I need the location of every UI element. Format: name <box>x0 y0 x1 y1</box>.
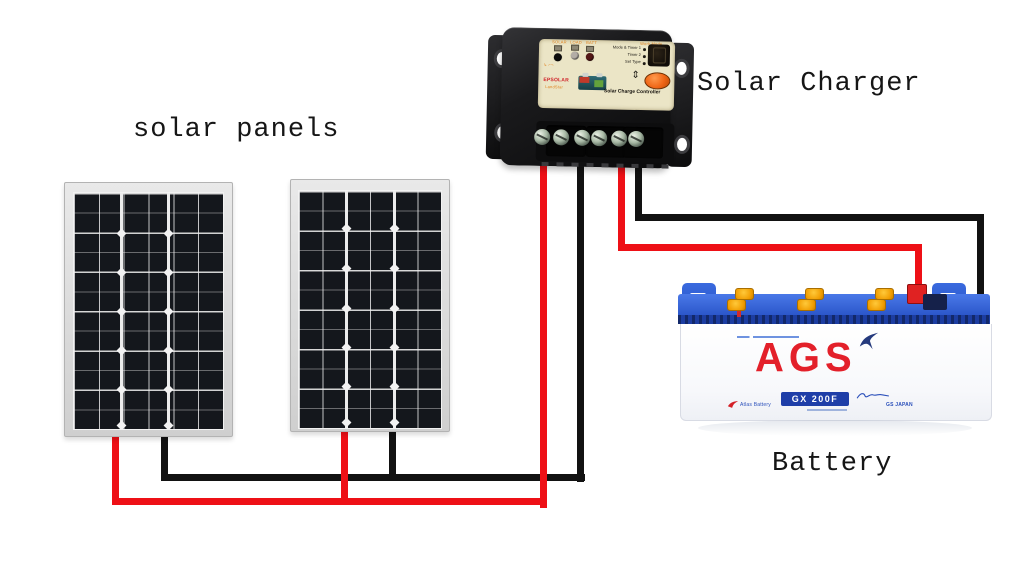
busbar-diamond-icon <box>163 267 173 278</box>
battery-model-badge: GX 200F <box>781 392 849 406</box>
positive-wire-segment <box>112 498 547 505</box>
menu-text-block: Mode & Timer 1 Timer 2 Set Type <box>591 43 641 65</box>
battery-label: Battery <box>772 449 893 479</box>
negative-terminal <box>923 294 947 310</box>
solar-charger-label: Solar Charger <box>697 69 921 99</box>
busbar-diamond-icon <box>163 420 173 429</box>
terminal-screws <box>502 28 672 148</box>
atlas-bird-icon <box>727 401 739 408</box>
negative-wire-segment <box>635 150 642 221</box>
mounting-hole-icon <box>673 58 690 79</box>
battery-brand: AGS <box>755 335 857 381</box>
busbar-diamond-icon <box>116 384 126 395</box>
controller-series: LandStar <box>545 84 564 90</box>
controller-title: Solar Charge Controller <box>603 88 661 96</box>
busbar-diamond-icon <box>389 342 399 353</box>
battery-cap <box>867 299 886 311</box>
setting-hole-icon <box>642 48 647 52</box>
solar-panel-2 <box>290 179 450 432</box>
negative-wire-segment <box>577 150 584 482</box>
reflection-shadow <box>698 420 972 436</box>
negative-wire-segment <box>161 474 585 481</box>
mounting-hole-icon <box>673 134 691 155</box>
battery-maker: Atlas Battery <box>740 402 771 408</box>
busbar-diamond-icon <box>389 263 399 274</box>
busbar-diamond-icon <box>341 342 351 353</box>
battery-unit: AGS GX 200F Atlas Battery GS JAPAN <box>678 278 992 440</box>
positive-wire-segment <box>618 244 922 251</box>
controller-body: SOLAR LOAD BATT Work Mode Mode & Timer 1… <box>499 27 676 169</box>
solar-cells-grid <box>298 190 442 429</box>
busbar-diamond-icon <box>389 303 399 314</box>
battery-cap <box>797 299 816 311</box>
panel-icon <box>553 45 563 52</box>
positive-wire-segment <box>341 428 348 505</box>
eagle-logo-icon <box>859 332 879 350</box>
level-mark <box>737 336 799 338</box>
battery-body: AGS GX 200F Atlas Battery GS JAPAN <box>680 324 992 421</box>
busbar-diamond-icon <box>341 417 351 428</box>
negative-wire-segment <box>635 214 984 221</box>
busbar-diamond-icon <box>341 223 351 234</box>
load-led-indicator <box>570 51 579 60</box>
positive-wire-segment <box>618 150 625 251</box>
busbar-diamond-icon <box>116 345 126 356</box>
updown-arrows-icon: ⇕ <box>631 69 640 82</box>
busbar-diamond-icon <box>389 223 399 234</box>
positive-wire-segment <box>540 150 547 508</box>
solar-panels-label: solar panels <box>133 115 340 145</box>
positive-wire-segment <box>915 244 922 302</box>
busbar-diamond-icon <box>341 263 351 274</box>
busbar-diamond-icon <box>163 228 173 239</box>
controller-brand: EPSOLAR <box>543 76 570 84</box>
menu-line: Set Type <box>625 58 641 65</box>
solar-cells-grid <box>73 192 224 430</box>
lid-marking <box>737 311 741 317</box>
busbar-diamond-icon <box>389 417 399 428</box>
solar-led-indicator <box>553 53 562 62</box>
controller-faceplate: SOLAR LOAD BATT Work Mode Mode & Timer 1… <box>537 38 676 111</box>
mode-set-button[interactable] <box>644 72 671 90</box>
setting-hole-icon <box>642 62 646 66</box>
busbar-diamond-icon <box>163 345 173 356</box>
busbar-diamond-icon <box>163 306 173 317</box>
negative-wire-segment <box>161 433 168 481</box>
signature-flourish-icon <box>856 393 889 399</box>
busbar-diamond-icon <box>116 228 126 239</box>
battery-lid-edge <box>678 315 990 324</box>
busbar-diamond-icon <box>116 420 126 429</box>
busbar-diamond-icon <box>341 381 351 392</box>
fine-print-line <box>807 409 847 411</box>
setting-hole-icon <box>642 55 646 59</box>
load-icon <box>570 44 580 51</box>
busbar-diamond-icon <box>389 381 399 392</box>
busbar-diamond-icon <box>116 306 126 317</box>
busbar-diamond-icon <box>163 384 173 395</box>
solar-panel-1 <box>64 182 233 437</box>
busbar-diamond-icon <box>116 267 126 278</box>
battery-cap <box>727 299 746 311</box>
negative-wire-segment <box>977 214 984 310</box>
positive-wire-segment <box>112 433 119 505</box>
negative-wire-segment <box>389 428 396 481</box>
wiring-glyphs-icon: ↳ ⌐¬ <box>543 62 554 68</box>
origin-mark: GS JAPAN <box>886 402 913 408</box>
charge-controller: SOLAR LOAD BATT Work Mode Mode & Timer 1… <box>483 23 698 173</box>
lcd-display <box>647 44 671 67</box>
solar-indicator-label: SOLAR <box>552 39 567 45</box>
busbar-diamond-icon <box>341 303 351 314</box>
